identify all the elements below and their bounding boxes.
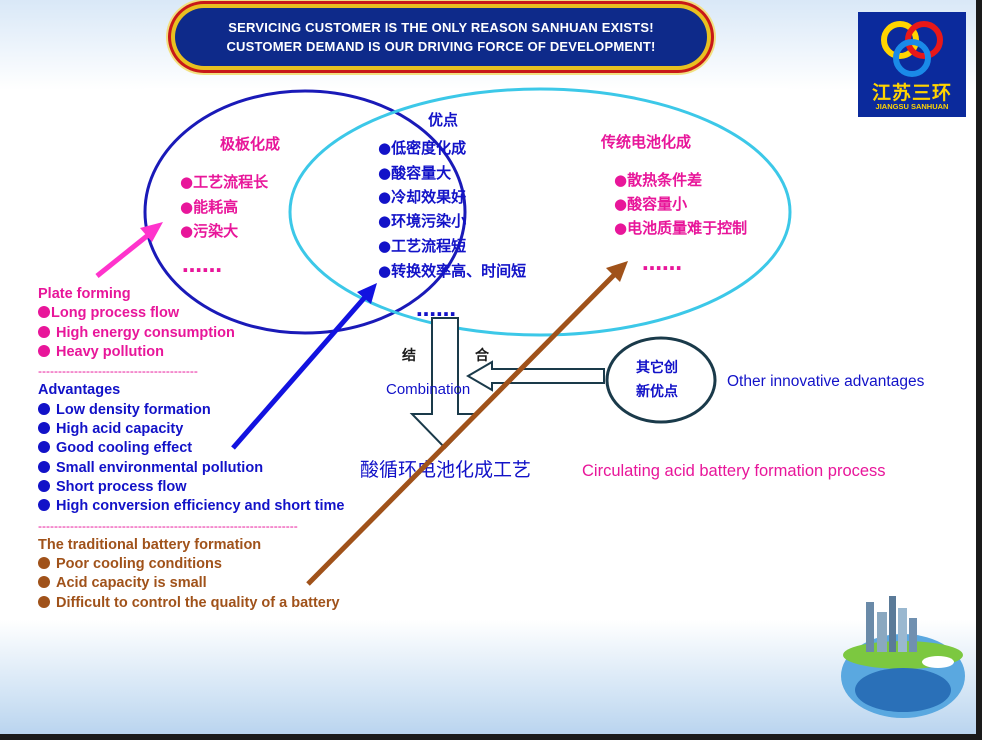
other-cn-line-2: 新优点: [636, 383, 678, 400]
bullet-icon: [38, 422, 50, 435]
bullet-icon: [38, 306, 50, 319]
bullet-icon: [38, 402, 50, 415]
trad-item-3: Difficult to control the quality of a ba…: [38, 594, 344, 613]
bullet-icon: [38, 576, 50, 589]
logo-english-name: JIANGSU SANHUAN: [875, 102, 949, 111]
globe-city-icon: [841, 596, 965, 718]
other-advantages-arrow: [466, 360, 605, 392]
left-title: 极板化成: [220, 135, 280, 153]
adv-item-6: High conversion efficiency and short tim…: [38, 497, 344, 516]
bullet-icon: [38, 325, 50, 338]
pink-arrow-head: [140, 222, 163, 242]
result-en: Circulating acid battery formation proce…: [582, 462, 886, 480]
brown-arrow-head: [606, 261, 628, 282]
center-item-5: ●工艺流程短: [378, 237, 466, 255]
pink-arrow-line: [95, 230, 154, 278]
adv-item-4: Small environmental pollution: [38, 459, 344, 478]
english-summary-list: Plate forming Long process flow High ene…: [38, 285, 344, 613]
center-item-4: ●环境污染小: [378, 212, 466, 230]
slogan-line-2: CUSTOMER DEMAND IS OUR DRIVING FORCE OF …: [226, 39, 656, 54]
three-rings-logo-icon: [881, 21, 943, 77]
left-item-1: ●工艺流程长: [180, 173, 269, 191]
right-ellipsis: ……: [642, 251, 682, 275]
plate-item-1: Long process flow: [38, 304, 344, 323]
center-title: 优点: [428, 111, 458, 129]
slogan-banner: SERVICING CUSTOMER IS THE ONLY REASON SA…: [175, 8, 707, 66]
other-cn-line-1: 其它创: [636, 359, 678, 376]
logo-chinese-name: 江苏三环: [871, 82, 952, 104]
traditional-formation-ellipse: [288, 87, 792, 337]
adv-item-5: Short process flow: [38, 478, 344, 497]
bullet-icon: [38, 344, 50, 357]
slogan-line-1: SERVICING CUSTOMER IS THE ONLY REASON SA…: [228, 20, 654, 35]
advantages-title: Advantages: [38, 382, 121, 399]
right-item-2: ●酸容量小: [614, 195, 687, 213]
trad-item-2: Acid capacity is small: [38, 574, 344, 593]
adv-item-2: High acid capacity: [38, 420, 344, 439]
blue-arrow-line: [231, 294, 368, 450]
bullet-icon: [38, 460, 50, 473]
right-item-1: ●散热条件差: [614, 171, 702, 189]
center-item-2: ●酸容量大: [378, 164, 451, 182]
adv-item-1: Low density formation: [38, 401, 344, 420]
plate-item-2: High energy consumption: [38, 324, 344, 343]
plate-forming-title: Plate forming: [38, 286, 131, 302]
center-item-6: ●转换效率高、时间短: [378, 262, 526, 280]
combination-label: Combination: [386, 381, 470, 398]
center-item-3: ●冷却效果好: [378, 188, 466, 206]
traditional-title: The traditional battery formation: [38, 536, 262, 553]
combine-char-left: 结: [402, 347, 416, 364]
left-item-3: ●污染大: [180, 222, 238, 240]
plate-forming-ellipse: [143, 89, 467, 335]
trad-item-1: Poor cooling conditions: [38, 555, 344, 574]
separator-1: ----------------------------------------: [38, 364, 198, 379]
adv-item-3: Good cooling effect: [38, 439, 344, 458]
right-title: 传统电池化成: [600, 133, 691, 151]
other-innovation-circle: [605, 336, 717, 424]
result-cn: 酸循环电池化成工艺: [360, 459, 531, 481]
combine-char-right: 合: [475, 347, 490, 364]
company-logo: 江苏三环 JIANGSU SANHUAN: [858, 12, 966, 117]
bullet-icon: [38, 595, 50, 608]
right-item-3: ●电池质量难于控制: [614, 219, 747, 237]
plate-item-3: Heavy pollution: [38, 343, 344, 362]
bullet-icon: [38, 499, 50, 512]
brown-arrow-line: [306, 270, 619, 586]
center-item-1: ●低密度化成: [378, 139, 466, 157]
left-ellipsis: ……: [182, 253, 222, 277]
bullet-icon: [38, 441, 50, 454]
bullet-icon: [38, 557, 50, 570]
other-innovative-label: Other innovative advantages: [727, 373, 925, 390]
blue-arrow-head: [357, 283, 377, 304]
left-item-2: ●能耗高: [180, 198, 238, 216]
bullet-icon: [38, 479, 50, 492]
separator-2: ----------------------------------------…: [38, 518, 298, 533]
